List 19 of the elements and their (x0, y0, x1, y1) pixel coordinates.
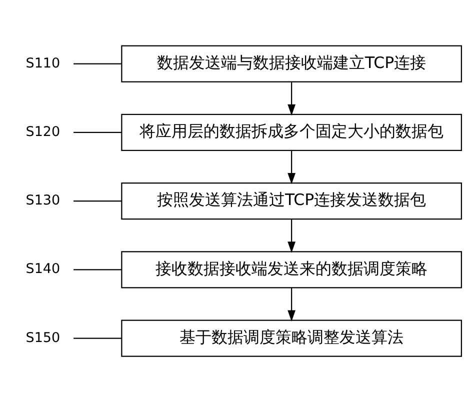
connector (74, 63, 122, 64)
node-box: 将应用层的数据拆成多个固定大小的数据包 (121, 114, 462, 151)
node-text: S110 (26, 55, 60, 72)
node-text: S120 (26, 124, 60, 140)
connector (74, 132, 122, 133)
node-box: 按照发送算法通过TCP连接发送数据包 (121, 182, 462, 220)
arrow (288, 288, 296, 322)
arrow (288, 219, 296, 253)
connector (74, 338, 122, 339)
arrow (288, 150, 296, 184)
node-box: 数据发送端与数据接收端建立TCP连接 (121, 45, 462, 82)
node-text: S150 (26, 330, 60, 346)
node-box: 基于数据调度策略调整发送算法 (121, 320, 462, 357)
node-text: S140 (26, 261, 60, 278)
arrow (288, 82, 296, 116)
node-text: S130 (26, 192, 60, 208)
node-box: 接收数据接收端发送来的数据调度策略 (121, 251, 462, 288)
connector (74, 269, 122, 270)
connector (74, 200, 122, 202)
